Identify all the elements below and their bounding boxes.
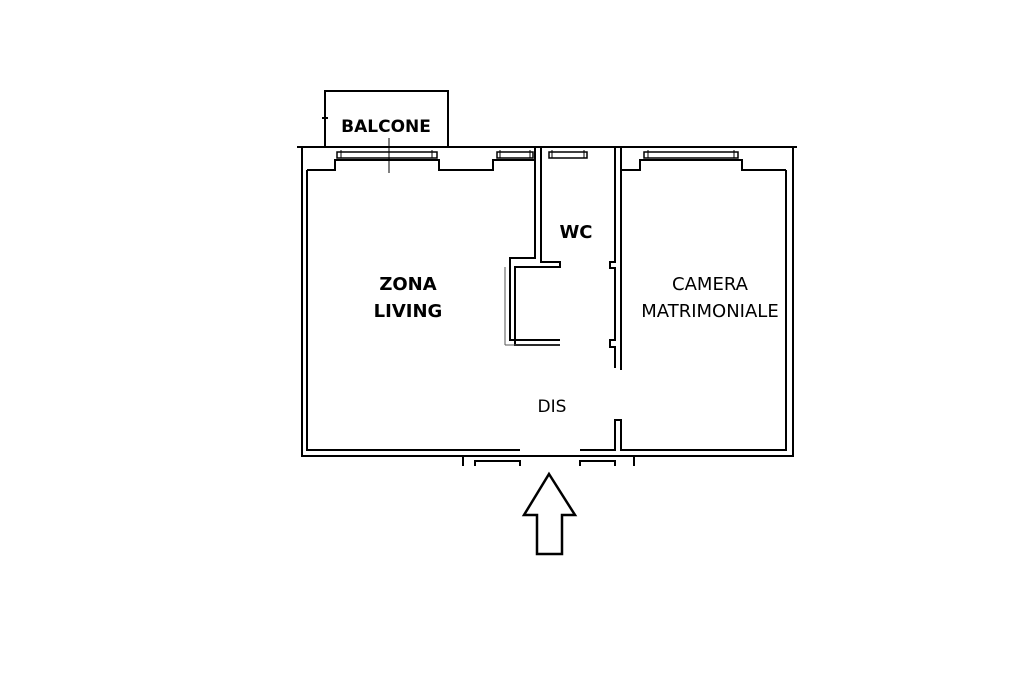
camera-label-line1: CAMERA [672,274,749,295]
entrance-arrow-icon [521,471,578,556]
camera-label-line2: MATRIMONIALE [641,301,778,322]
zona-living-label-line2: LIVING [374,301,443,322]
wc-label: WC [559,222,592,243]
walls [297,90,797,466]
wc-right-wall [609,147,616,368]
wc-left-wall [509,147,560,341]
dis-label: DIS [538,397,567,417]
zona-living-label-line1: ZONA [379,274,436,295]
balcone-label: BALCONE [341,117,431,137]
